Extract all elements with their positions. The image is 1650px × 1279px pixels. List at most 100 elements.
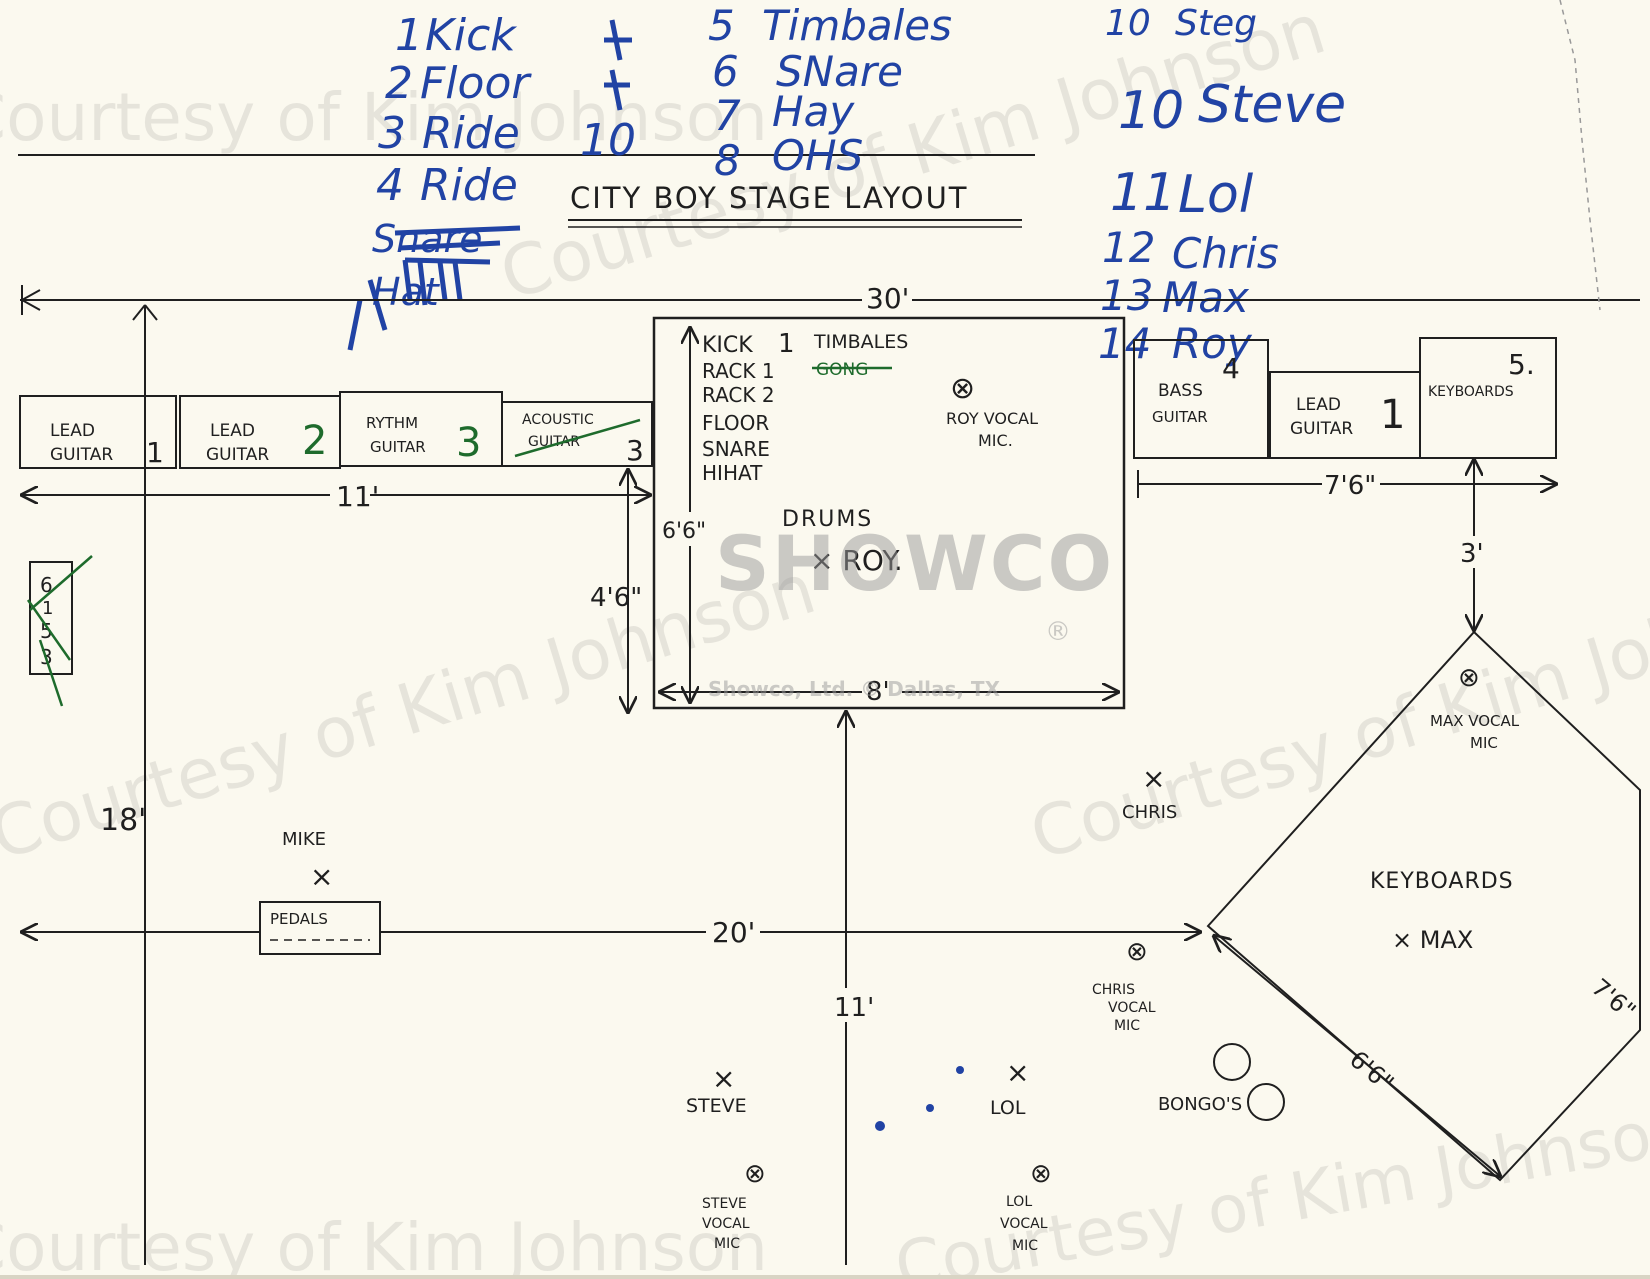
channel-name: Ride [422,108,520,159]
channel-list-right: 10 Steg 10 Steve 11 Lol 12 Chris 13 Max … [1098,3,1346,368]
drum-timbales: TIMBALES [813,331,908,353]
paper-edge [1559,0,1601,311]
chris-mic-label-line1: CHRIS [1092,982,1135,998]
side-box-text: 6 [40,573,53,597]
bongo-drum [1247,1083,1285,1121]
pedals-label: PEDALS [270,910,328,928]
max-mic-symbol: ⊗ [1458,663,1480,693]
bongos-label: BONGO'S [1158,1094,1242,1115]
steve-mic-label-line3: MIC [714,1236,740,1252]
amp-label-line2: GUITAR [528,434,580,450]
side-box: 6 1 5 3 [26,555,93,707]
bongo-drum [1213,1043,1251,1081]
performer-mike-label: MIKE [282,829,326,850]
amp-label-line1: LEAD [210,421,255,441]
channel-num: 12 [1102,223,1155,272]
channel-num: 1 [395,10,423,61]
strike-through [514,418,641,458]
amp-box [1133,339,1269,459]
dim-stage-depth: 18' [100,803,146,838]
drum-list-item: RACK 2 [702,383,775,407]
channel-name: Roy [1172,319,1253,368]
performer-chris-label: CHRIS [1122,802,1177,823]
amp-channel-num: 2 [302,418,327,464]
amp-channel-num: 3 [626,434,644,467]
drums-label: DRUMS [782,507,873,532]
lol-mic-label-line1: LOL [1006,1194,1032,1210]
amp-channel-num: 5. [1508,348,1535,381]
channel-name: Chris [1172,229,1279,278]
showco-logo: SHOWCO ® Showco, Ltd. © Dallas, TX [708,519,1112,701]
amps-right: BASS GUITAR 4 LEAD GUITAR 1 KEYBOARDS 5. [1133,337,1557,459]
channel-num: 10 [580,115,636,166]
label-backing [830,988,862,1022]
label-backing [862,676,902,706]
amp-label-line1: KEYBOARDS [1428,384,1514,400]
channel-num: 10 [1118,81,1184,141]
roy-mic-label-line2: MIC. [978,431,1013,450]
lol-mic-label-line2: VOCAL [1000,1216,1048,1232]
max-mic-label-line1: MAX VOCAL [1430,712,1520,730]
dim-right-amp-run: 7'6" [1324,471,1376,501]
amp-label-line2: GUITAR [50,445,113,465]
performer-mark: × [1006,1056,1029,1089]
dim-amp-to-riser: 4'6" [590,583,642,613]
channel-name: Hay [772,87,855,136]
drum-list-item: KICK [702,333,753,358]
drum-list-item: FLOOR [702,411,769,435]
watermark-text: Courtesy of Kim Johnson [0,79,768,156]
label-backing [1456,536,1492,568]
scribble-mark [26,555,93,707]
channel-num: 3 [378,108,406,159]
channel-name: Floor [420,58,532,109]
amp-label-line2: GUITAR [370,438,426,456]
channel-num: 6 [712,47,739,96]
label-backing [1322,468,1380,500]
performer-mark: × [712,1062,735,1095]
lol-mic-symbol: ⊗ [1030,1159,1052,1189]
arrowhead [21,289,41,311]
amp-channel-num: 1 [1380,392,1405,438]
ink-dot [875,1121,885,1131]
arrowhead [132,304,158,321]
amp-label-line2: GUITAR [1290,419,1353,439]
watermark-text: Courtesy of Kim Johnson [0,1209,768,1275]
channel-name: Max [1162,273,1250,322]
channel-name: OHS [772,131,863,180]
channel-num: 2 [385,58,413,109]
amp-box [501,401,653,467]
drum-list-item: SNARE [702,437,770,461]
amp-label-line1: ACOUSTIC [522,412,594,428]
dim-stage-width: 30' [866,282,909,315]
dim-riser-height: 6'6" [662,519,706,544]
side-box-text: 1 [42,598,53,619]
channel-num: 4 [376,160,404,211]
amp-channel-num: 4 [1222,352,1240,385]
max-mic-label-line2: MIC [1470,734,1498,752]
channel-num: 5 [708,1,735,50]
roy-mic-label-line1: ROY VOCAL [946,409,1038,428]
steve-mic-label-line2: VOCAL [702,1216,750,1232]
channel-name: Lol [1178,165,1254,225]
channel-num: 13 [1100,271,1153,320]
drum-list-num: 1 [778,329,795,359]
label-backing [706,916,760,948]
label-backing [330,478,370,512]
scribble-mark [604,19,632,111]
showco-logo-subtitle: Showco, Ltd. © Dallas, TX [708,677,1001,701]
chris-mic-symbol: ⊗ [1126,937,1148,967]
channel-list-middle: 5 Timbales 6 SNare 7 Hay 8 OHS [708,1,952,185]
chris-mic-label-line2: VOCAL [1108,1000,1156,1016]
keyboard-player-max: × MAX [1392,926,1473,954]
drummer-roy: × ROY. [810,544,903,577]
performer-steve-label: STEVE [686,1095,747,1117]
amp-label-line2: GUITAR [206,445,269,465]
drum-riser: KICK 1 RACK 1 RACK 2 FLOOR SNARE HIHAT T… [652,316,1126,710]
channel-list-crossed-column: 10 [580,19,636,166]
chris-mic-label-line3: MIC [1114,1018,1140,1034]
amp-label-line2: GUITAR [1152,408,1208,426]
roy-mic-symbol: ⊗ [950,371,975,406]
channel-num: 7 [714,91,741,140]
dim-riser-width: 8' [866,677,890,707]
